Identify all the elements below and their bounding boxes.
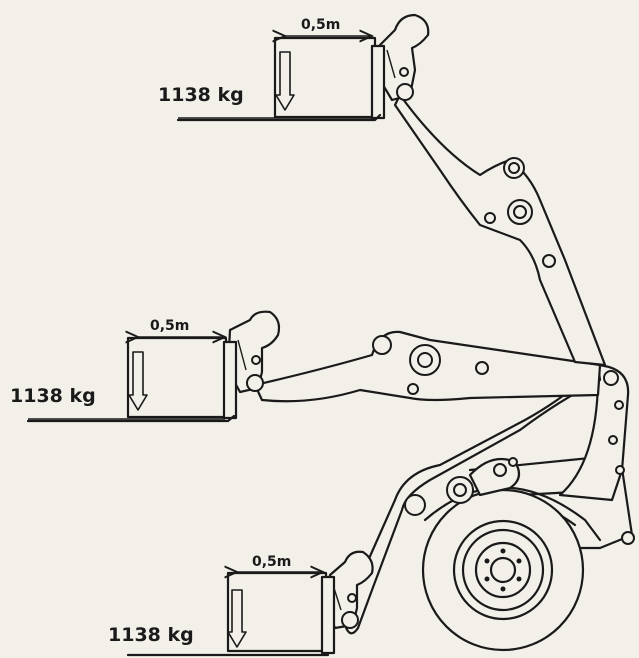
load-annotation-middle: 0,5m 1138 kg [10, 318, 225, 411]
weight-label-lower: 1138 kg [108, 624, 194, 646]
front-wheel [421, 488, 585, 652]
fork-lower [126, 571, 336, 657]
fork-upper [176, 36, 386, 122]
loader-pivot-tower [558, 363, 630, 502]
distance-label-upper: 0,5m [301, 17, 340, 33]
distance-label-middle: 0,5m [150, 318, 189, 334]
coupler-middle [226, 310, 281, 394]
load-annotation-lower: 0,5m 1138 kg [108, 554, 323, 648]
distance-label-lower: 0,5m [252, 554, 291, 570]
weight-label-middle: 1138 kg [10, 385, 96, 407]
load-annotation-upper: 0,5m 1138 kg [158, 17, 372, 111]
coupler-upper [378, 13, 430, 102]
weight-label-upper: 1138 kg [158, 84, 244, 106]
fork-middle [26, 336, 238, 423]
loader-arm-upper-position [393, 93, 607, 367]
loader-arm-middle-position [253, 330, 602, 403]
